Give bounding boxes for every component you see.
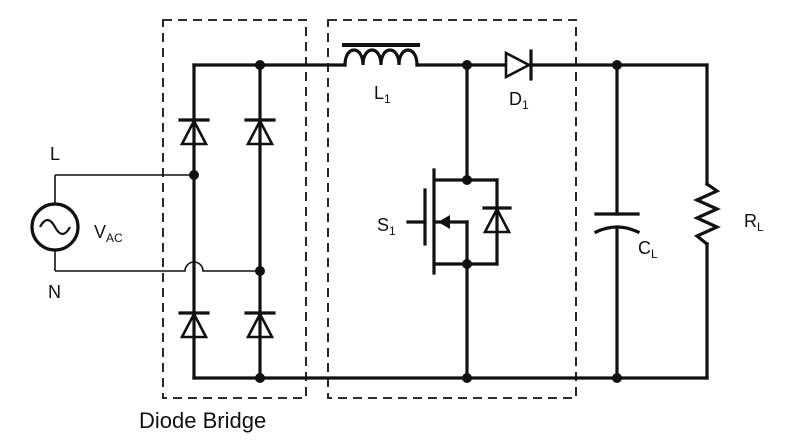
label-l1: L1 [374,83,391,106]
label-cl: CL [638,238,658,261]
body-diode [465,178,512,266]
inductor-l1 [342,43,420,67]
label-s1: S1 [377,215,396,238]
junction-dot [255,60,265,70]
junction-dot [462,60,472,70]
junction-dot [255,266,265,276]
neutral-wire [55,261,260,272]
mosfet-s1 [406,63,469,380]
junction-dot [255,373,265,383]
boost-stage-box [327,19,577,399]
junction-dot [462,175,472,185]
label-vac: VAC [94,222,123,245]
label-neutral: N [48,282,61,302]
bridge-diode-top-left [178,118,210,146]
bridge-diode-top-right [244,118,276,146]
capacitor-cl [593,63,641,380]
resistor-rl [693,63,721,380]
junction-dot [462,259,472,269]
label-line: L [50,144,60,164]
diode-d1 [504,49,533,81]
diode-bridge-box [162,19,307,399]
junction-dot [612,60,622,70]
bridge-diode-bottom-right [244,311,276,339]
junction-dot [612,373,622,383]
label-d1: D1 [509,89,529,112]
caption-diode-bridge: Diode Bridge [139,408,266,433]
ac-source [30,175,80,271]
label-rl: RL [744,211,764,234]
junction-dot [462,373,472,383]
bridge-diode-bottom-left [178,311,210,339]
junction-dot [189,170,199,180]
